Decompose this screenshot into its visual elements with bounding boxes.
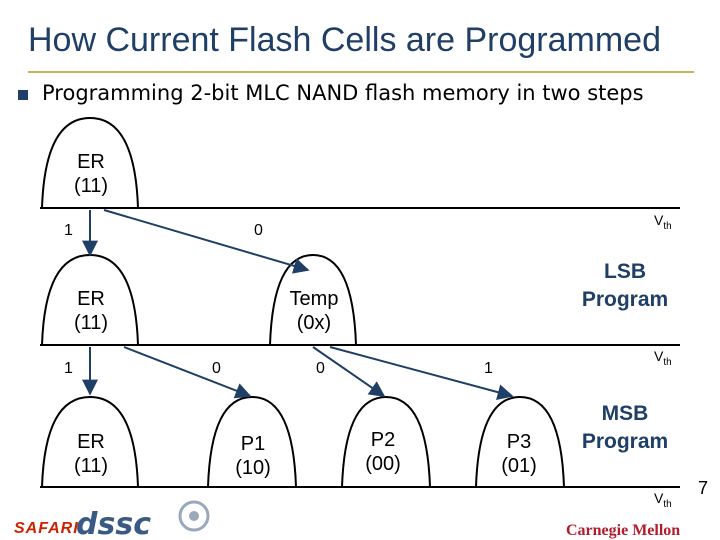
er-distribution-curve-row1 <box>41 116 139 209</box>
er-distribution-curve-row3 <box>41 395 139 488</box>
state-name: P2 <box>370 429 396 451</box>
state-bits: (01) <box>501 455 537 477</box>
vth-label-row1: Vth <box>654 212 672 232</box>
bit-label: 0 <box>212 360 221 377</box>
state-er-row3: ER (11) <box>60 430 122 478</box>
state-bits: (11) <box>73 175 109 197</box>
state-bits: (11) <box>73 455 109 477</box>
arrow-temp-to-p2 <box>312 346 386 397</box>
state-temp-row2: Temp (0x) <box>278 287 350 335</box>
p2-distribution-curve-row3 <box>341 395 431 488</box>
state-p1-row3: P1 (10) <box>222 432 284 480</box>
svg-text:dssc: dssc <box>76 507 151 540</box>
bit-label: 0 <box>316 360 325 377</box>
safari-logo: SAFARI <box>14 520 79 537</box>
arrow-er-to-temp <box>103 209 310 274</box>
vth-label-row2: Vth <box>654 348 672 368</box>
state-p2-row3: P2 (00) <box>352 428 414 476</box>
bit-label: 1 <box>64 360 73 377</box>
state-er-row1: ER (11) <box>60 150 122 198</box>
p3-distribution-curve-row3 <box>475 395 565 488</box>
state-name: ER <box>77 151 105 173</box>
bit-label: 1 <box>484 360 493 377</box>
bullet-square-icon <box>18 90 28 100</box>
bit-label: 0 <box>254 222 263 239</box>
lsb-program-label: LSB Program <box>581 260 669 311</box>
temp-distribution-curve-row2 <box>269 253 357 346</box>
state-bits: (10) <box>235 457 271 479</box>
bullet-text: Programming 2-bit MLC NAND flash memory … <box>42 81 644 105</box>
page-number: 7 <box>698 478 709 498</box>
state-er-row2: ER (11) <box>60 287 122 335</box>
arrow-er-to-p1 <box>123 346 252 399</box>
state-name: Temp <box>289 288 339 310</box>
state-name: P3 <box>506 431 532 453</box>
state-name: ER <box>77 431 105 453</box>
state-name: ER <box>77 288 105 310</box>
msb-program-label: MSB Program <box>581 402 669 453</box>
title-divider <box>28 71 694 73</box>
state-name: P1 <box>240 433 266 455</box>
dssc-logo-icon: dssc <box>76 500 210 540</box>
state-p3-row3: P3 (01) <box>488 430 550 478</box>
carnegie-mellon-logo: Carnegie Mellon <box>566 522 681 539</box>
bullet-item: Programming 2-bit MLC NAND flash memory … <box>18 78 644 108</box>
p1-distribution-curve-row3 <box>207 395 297 488</box>
state-bits: (11) <box>73 312 109 334</box>
state-bits: (0x) <box>296 312 332 334</box>
bit-label: 1 <box>64 222 73 239</box>
arrow-temp-to-p3 <box>329 346 514 400</box>
slide-title: How Current Flash Cells are Programmed <box>28 21 661 59</box>
vth-label-row3: Vth <box>654 490 672 510</box>
state-bits: (00) <box>365 453 401 475</box>
